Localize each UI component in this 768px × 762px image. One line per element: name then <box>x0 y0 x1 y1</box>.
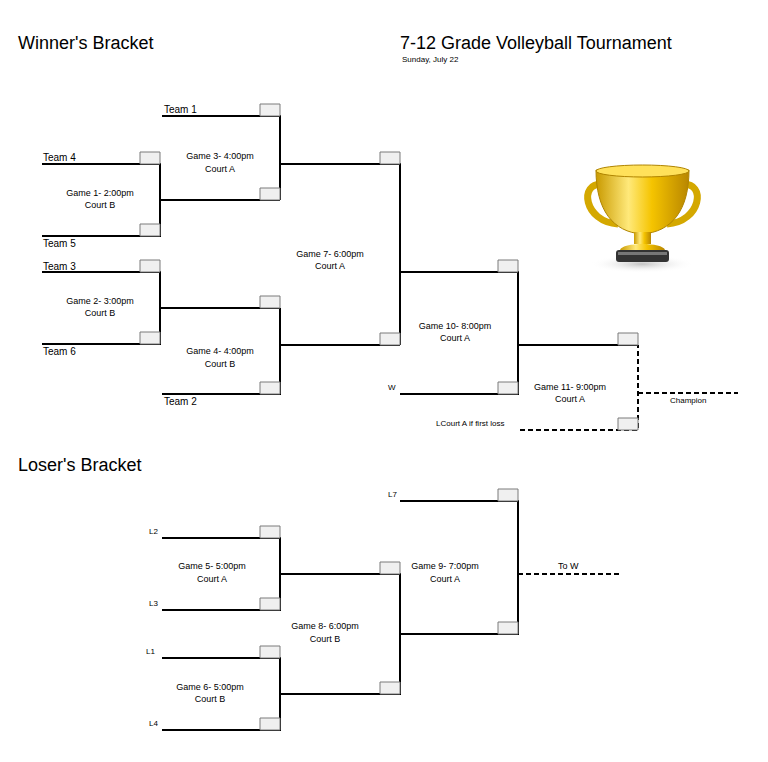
court-label: Court B <box>195 695 226 705</box>
game-label: Game 6- 5:00pm <box>176 683 244 693</box>
game-label: Game 5- 5:00pm <box>178 562 246 572</box>
court-label: Court A <box>440 334 470 344</box>
team-label: Team 1 <box>164 104 197 115</box>
court-label: Court A <box>205 165 235 175</box>
game-label: Game 8- 6:00pm <box>291 622 359 632</box>
court-label: Court B <box>205 360 236 370</box>
court-label: Court B <box>85 201 116 211</box>
slot-label: To W <box>558 562 579 572</box>
court-label: Court A <box>315 262 345 272</box>
team-label: Team 5 <box>43 238 76 249</box>
score-box <box>140 104 638 730</box>
game-label: Game 11- 9:00pm <box>534 383 606 393</box>
dashed-line <box>518 345 738 574</box>
slot-label: L4 <box>149 720 158 729</box>
game-label: Game 4- 4:00pm <box>186 347 254 357</box>
slot-label: L7 <box>388 491 397 500</box>
bracket-line <box>42 116 638 730</box>
slot-label: L3 <box>149 600 158 609</box>
date-label: Sunday, July 22 <box>402 56 458 65</box>
court-label: Court A <box>197 575 227 585</box>
slot-label: W <box>388 384 396 393</box>
team-label: Team 3 <box>43 261 76 272</box>
page-title: 7-12 Grade Volleyball Tournament <box>400 34 672 54</box>
champion-label: Champion <box>670 397 706 406</box>
game-label: Game 10- 8:00pm <box>419 322 492 332</box>
game-label: Game 7- 6:00pm <box>296 250 364 260</box>
slot-label: L2 <box>149 528 158 537</box>
court-label: Court A <box>430 575 460 585</box>
game-label: Game 9- 7:00pm <box>411 562 479 572</box>
court-label: Court B <box>310 635 341 645</box>
game-label: Game 2- 3:00pm <box>66 297 134 307</box>
team-label: Team 2 <box>164 396 197 407</box>
game-label: Game 3- 4:00pm <box>186 152 254 162</box>
section-heading: Loser's Bracket <box>18 456 142 476</box>
court-label: Court B <box>85 309 116 319</box>
team-label: Team 6 <box>43 346 76 357</box>
slot-label: L1 <box>146 648 155 657</box>
court-label: Court A <box>555 395 585 405</box>
game-label: Game 1- 2:00pm <box>66 189 134 199</box>
note-label: LCourt A if first loss <box>436 420 504 429</box>
team-label: Team 4 <box>43 152 76 163</box>
trophy-illustration <box>588 165 698 273</box>
section-heading: Winner's Bracket <box>18 34 153 54</box>
